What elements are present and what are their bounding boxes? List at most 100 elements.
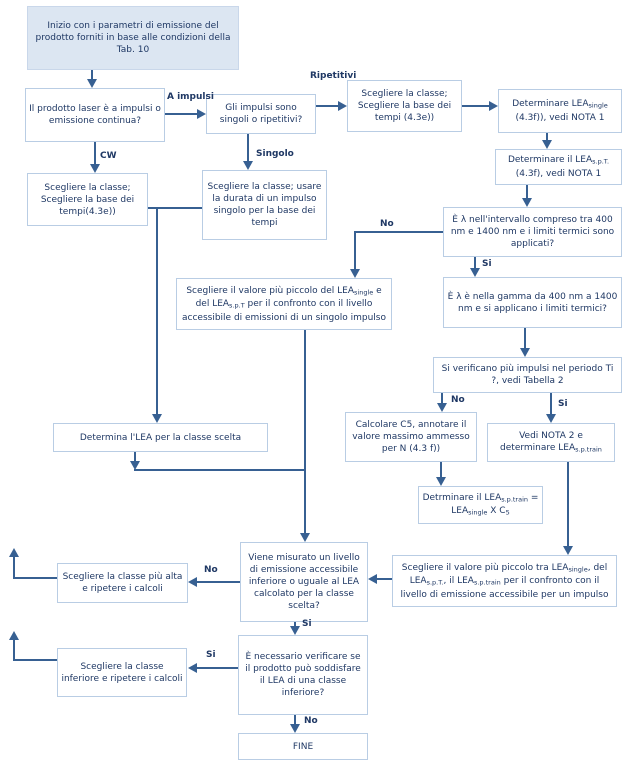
- node-start: Inizio con i parametri di emissione del …: [27, 6, 239, 70]
- node-text: È necessario verificare se il prodotto p…: [245, 652, 361, 698]
- node-question-lower-class: È necessario verificare se il prodotto p…: [238, 635, 368, 715]
- arrowhead-down: [546, 414, 556, 423]
- node-text: Il prodotto laser è a impulsi o emission…: [29, 104, 161, 126]
- arrowhead-left: [188, 663, 197, 673]
- connector-line: [294, 715, 296, 726]
- node-calc-c5: Calcolare C5, annotare il valore massimo…: [345, 412, 477, 462]
- node-choose-higher-class: Scegliere la classe più alta e ripetere …: [57, 563, 188, 603]
- node-determine-lea-single: Determinare LEAsingle (4.3f)), vedi NOTA…: [498, 89, 622, 133]
- node-text: Si verificano più impulsi nel periodo Ti…: [441, 364, 614, 386]
- node-question-multiple-pulses: Si verificano più impulsi nel periodo Ti…: [433, 357, 622, 393]
- connector-line: [94, 142, 96, 166]
- arrowhead-up: [9, 631, 19, 640]
- node-single-pulse-class: Scegliere la classe; usare la durata di …: [202, 170, 327, 240]
- node-question-lambda-thermal-2: È λ è nella gamma da 400 nm a 1400 nm e …: [443, 277, 622, 328]
- node-min-lea-comparison: Scegliere il valore più piccolo tra LEAs…: [392, 555, 617, 607]
- node-text: Gli impulsi sono singoli o ripetitivi?: [219, 103, 303, 125]
- connector-line: [354, 231, 356, 271]
- node-text: Vedi NOTA 2 e determinare LEAs.p.train: [500, 430, 602, 454]
- arrowhead-right: [338, 101, 347, 111]
- connector-line: [304, 471, 306, 535]
- edge-label-no-multi: No: [451, 395, 465, 405]
- arrowhead-down: [130, 461, 140, 470]
- arrowhead-down: [436, 477, 446, 486]
- arrowhead-down: [300, 533, 310, 542]
- connector-line: [14, 659, 57, 661]
- connector-line: [316, 105, 340, 107]
- arrowhead-right: [489, 101, 498, 111]
- edge-label-cw: CW: [100, 151, 117, 161]
- node-text: Determina l'LEA per la classe scelta: [79, 432, 242, 443]
- connector-line: [156, 207, 158, 416]
- connector-line: [441, 393, 443, 405]
- edge-label-si-lower: Si: [206, 650, 216, 660]
- node-question-single-or-repetitive: Gli impulsi sono singoli o ripetitivi?: [206, 94, 316, 134]
- node-class-timebase-repetitive: Scegliere la classe; Scegliere la base d…: [347, 80, 462, 132]
- edge-label-si-lambda: Si: [482, 259, 492, 269]
- node-determine-lea-train: Detrminare il LEAs.p.train = LEAsingle X…: [418, 486, 543, 524]
- arrowhead-left: [368, 574, 377, 584]
- node-text: Scegliere la classe; Scegliere la base d…: [40, 182, 135, 217]
- node-text: Scegliere il valore più piccolo del LEAs…: [182, 285, 386, 323]
- node-text: Detrminare il LEAs.p.train = LEAsingle X…: [422, 492, 539, 517]
- node-text: Calcolare C5, annotare il valore massimo…: [352, 420, 470, 454]
- edge-label-no-lower: No: [304, 716, 318, 726]
- node-determine-lea-for-class: Determina l'LEA per la classe scelta: [53, 423, 268, 452]
- node-text: FINE: [292, 741, 314, 752]
- connector-line: [294, 622, 296, 628]
- node-text: Scegliere il valore più piccolo tra LEAs…: [400, 562, 609, 600]
- node-cw-class-timebase: Scegliere la classe; Scegliere la base d…: [27, 173, 148, 226]
- edge-label-a-impulsi: A impulsi: [167, 92, 214, 102]
- node-text: Scegliere la classe; Scegliere la base d…: [357, 89, 452, 123]
- connector-line: [376, 578, 392, 580]
- arrowhead-down: [90, 164, 100, 173]
- edge-label-si-measured: Si: [302, 619, 312, 629]
- connector-line: [14, 577, 57, 579]
- node-text: Determinare LEAsingle (4.3f)), vedi NOTA…: [512, 99, 608, 123]
- node-start-text: Inizio con i parametri di emissione del …: [35, 21, 231, 55]
- arrowhead-down: [152, 414, 162, 423]
- edge-label-singolo: Singolo: [256, 149, 294, 159]
- connector-line: [474, 257, 476, 270]
- edge-label-ripetitivi: Ripetitivi: [310, 71, 357, 81]
- connector-line: [13, 556, 15, 579]
- connector-line: [304, 330, 306, 471]
- node-text: Scegliere la classe inferiore e ripetere…: [61, 661, 183, 684]
- arrowhead-down: [350, 269, 360, 278]
- node-text: È λ è nella gamma da 400 nm a 1400 nm e …: [447, 291, 618, 314]
- arrowhead-down: [437, 403, 447, 412]
- node-min-lea-single-pulse: Scegliere il valore più piccolo del LEAs…: [176, 278, 392, 330]
- arrowhead-down: [290, 724, 300, 733]
- connector-line: [550, 393, 552, 416]
- connector-line: [134, 469, 306, 471]
- connector-line: [157, 207, 202, 209]
- node-text: Scegliere la classe; usare la durata di …: [207, 182, 322, 228]
- arrowhead-down: [87, 79, 97, 88]
- node-question-pulsed-or-cw: Il prodotto laser è a impulsi o emission…: [25, 88, 165, 142]
- arrowhead-down: [470, 268, 480, 277]
- arrowhead-left: [188, 577, 197, 587]
- connector-line: [247, 134, 249, 163]
- connector-line: [440, 462, 442, 479]
- arrowhead-down: [542, 140, 552, 149]
- node-text: Scegliere la classe più alta e ripetere …: [62, 572, 183, 594]
- connector-line: [355, 231, 443, 233]
- node-fine: FINE: [238, 733, 368, 760]
- connector-line: [196, 667, 238, 669]
- connector-line: [165, 113, 198, 115]
- arrowhead-down: [243, 161, 253, 170]
- connector-line: [13, 639, 15, 661]
- node-nota2-lea-train: Vedi NOTA 2 e determinare LEAs.p.train: [487, 423, 615, 462]
- connector-line: [196, 581, 240, 583]
- connector-line: [134, 452, 136, 463]
- connector-line: [91, 70, 93, 82]
- connector-line: [526, 185, 528, 200]
- connector-line: [567, 462, 569, 548]
- arrowhead-up: [9, 548, 19, 557]
- connector-line: [546, 133, 548, 142]
- connector-line: [462, 105, 490, 107]
- node-text: Determinare il LEAs.p.T. (4.3f), vedi NO…: [507, 155, 610, 179]
- arrowhead-down: [522, 198, 532, 207]
- edge-label-no-measured: No: [204, 565, 218, 575]
